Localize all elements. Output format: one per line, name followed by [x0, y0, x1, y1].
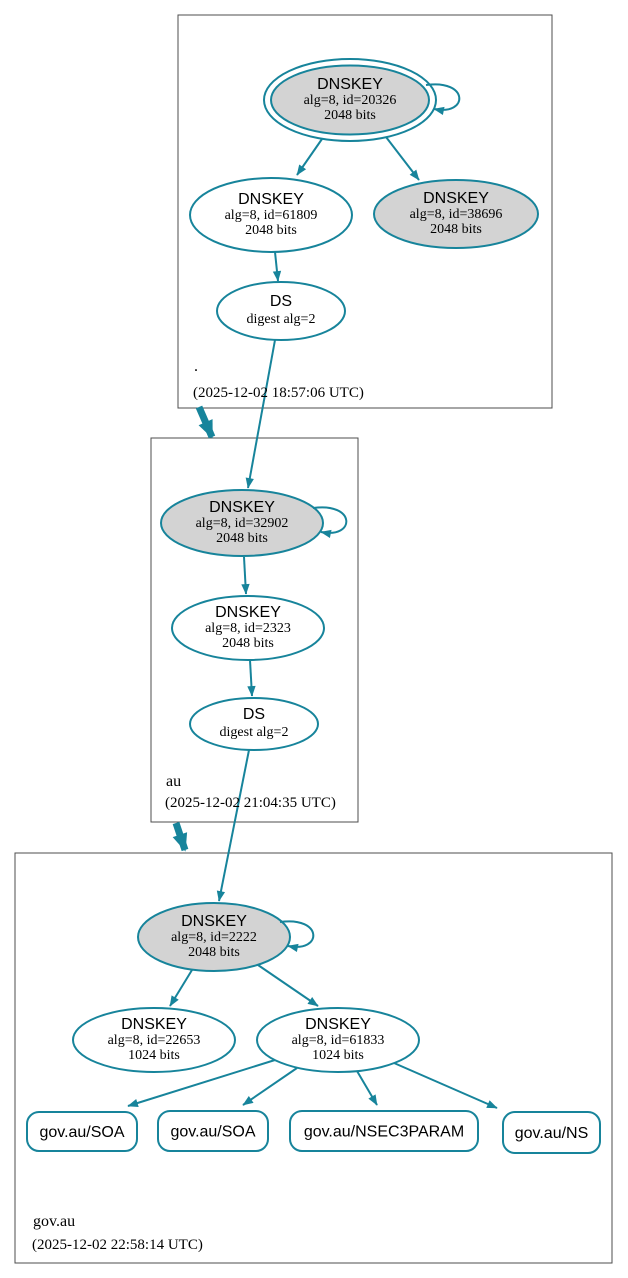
zone-box-gov-au [14, 852, 613, 1264]
rrset-govau-soa-2 [157, 1110, 269, 1152]
zone-label-root: . [194, 358, 198, 375]
dnskey-au-zsk-2323-attr-2: 2048 bits [222, 636, 274, 651]
rrset-govau-ns [502, 1111, 601, 1154]
dnskey-govau-ksk-2222-attr-2: 2048 bits [188, 945, 240, 960]
dnskey-govau-61833-title: DNSKEY [305, 1016, 371, 1033]
dnskey-govau-61833-attr-2: 1024 bits [312, 1048, 364, 1063]
dnskey-govau-61833-attr-1: alg=8, id=61833 [292, 1033, 385, 1048]
dnskey-govau-ksk-2222-selfloop [279, 920, 315, 953]
edge-2323-to-ds-au [247, 659, 256, 697]
ds-au [189, 697, 319, 751]
dnskey-au-zsk-2323-attr-1: alg=8, id=2323 [205, 621, 291, 636]
ds-au-attr-1: digest alg=2 [220, 725, 289, 740]
dnskey-root-zsk-61809 [189, 177, 353, 253]
edge-61833-to-nsec3param [356, 1070, 378, 1106]
rrset-govau-nsec3param-label: gov.au/NSEC3PARAM [304, 1124, 464, 1141]
dnskey-au-ksk-32902-attr-2: 2048 bits [216, 531, 268, 546]
zone-box-root [177, 14, 553, 409]
delegation-au-to-govau-arrow [172, 821, 189, 852]
ds-root [216, 281, 346, 341]
dnskey-root-zsk-61809-attr-2: 2048 bits [245, 223, 297, 238]
edge-61833-to-ns [393, 1062, 498, 1109]
dnskey-govau-22653-title: DNSKEY [121, 1016, 187, 1033]
rrset-govau-nsec3param [289, 1110, 479, 1152]
edge-20326-to-61809 [296, 138, 323, 176]
dnskey-root-ksk-20326-attr-1: alg=8, id=20326 [304, 93, 397, 108]
dnskey-au-zsk-2323 [171, 595, 325, 661]
rrset-govau-soa-1-label: gov.au/SOA [39, 1124, 124, 1141]
edge-32902-to-2323 [241, 556, 250, 595]
dnskey-root-ksk-20326-title: DNSKEY [317, 76, 383, 93]
dnskey-govau-22653-attr-2: 1024 bits [128, 1048, 180, 1063]
dnskey-root-38696-title: DNSKEY [423, 190, 489, 207]
dnskey-au-ksk-32902 [160, 489, 324, 557]
dnskey-govau-61833 [256, 1007, 420, 1073]
dnskey-root-38696 [373, 179, 539, 249]
edge-ds-root-to-32902 [245, 339, 276, 489]
dnskey-govau-ksk-2222-title: DNSKEY [181, 913, 247, 930]
zone-box-au [150, 437, 359, 823]
rrset-govau-soa-2-label: gov.au/SOA [170, 1124, 255, 1141]
edge-20326-to-38696 [385, 136, 420, 181]
edge-61833-to-soa-1 [127, 1059, 276, 1108]
edge-2222-to-22653 [169, 969, 193, 1007]
dnskey-govau-22653-attr-1: alg=8, id=22653 [108, 1033, 201, 1048]
dnskey-root-zsk-61809-attr-1: alg=8, id=61809 [225, 208, 318, 223]
dnskey-au-zsk-2323-title: DNSKEY [215, 604, 281, 621]
edge-61809-to-ds-root [272, 251, 282, 282]
dnskey-root-ksk-20326 [270, 64, 430, 136]
dnskey-govau-ksk-2222 [137, 902, 291, 972]
dnskey-govau-ksk-2222-attr-1: alg=8, id=2222 [171, 930, 257, 945]
dnskey-au-ksk-32902-attr-1: alg=8, id=32902 [196, 516, 289, 531]
rrset-govau-soa-1 [26, 1111, 138, 1152]
dnskey-root-ksk-20326-attr-2: 2048 bits [324, 108, 376, 123]
zone-label-au: au [166, 773, 181, 790]
dnskey-root-38696-attr-1: alg=8, id=38696 [410, 207, 503, 222]
dnskey-au-ksk-32902-selfloop [312, 506, 348, 539]
dnskey-root-ksk-20326-selfloop [425, 83, 461, 116]
delegation-root-to-au-arrow [195, 405, 216, 439]
ds-root-attr-1: digest alg=2 [247, 312, 316, 327]
zone-label-gov-au: gov.au [33, 1213, 75, 1230]
edge-ds-au-to-2222 [216, 749, 250, 902]
edge-61833-to-soa-2 [242, 1067, 298, 1106]
zone-timestamp-gov-au: (2025-12-02 22:58:14 UTC) [32, 1237, 203, 1253]
dnskey-root-zsk-61809-title: DNSKEY [238, 191, 304, 208]
zone-timestamp-root: (2025-12-02 18:57:06 UTC) [193, 385, 364, 401]
dnskey-au-ksk-32902-title: DNSKEY [209, 499, 275, 516]
ds-root-title: DS [270, 293, 292, 310]
ds-au-title: DS [243, 706, 265, 723]
edge-2222-to-61833 [257, 964, 319, 1007]
rrset-govau-ns-label: gov.au/NS [515, 1125, 589, 1142]
zone-timestamp-au: (2025-12-02 21:04:35 UTC) [165, 795, 336, 811]
dnskey-govau-22653 [72, 1007, 236, 1073]
dnskey-root-38696-attr-2: 2048 bits [430, 222, 482, 237]
